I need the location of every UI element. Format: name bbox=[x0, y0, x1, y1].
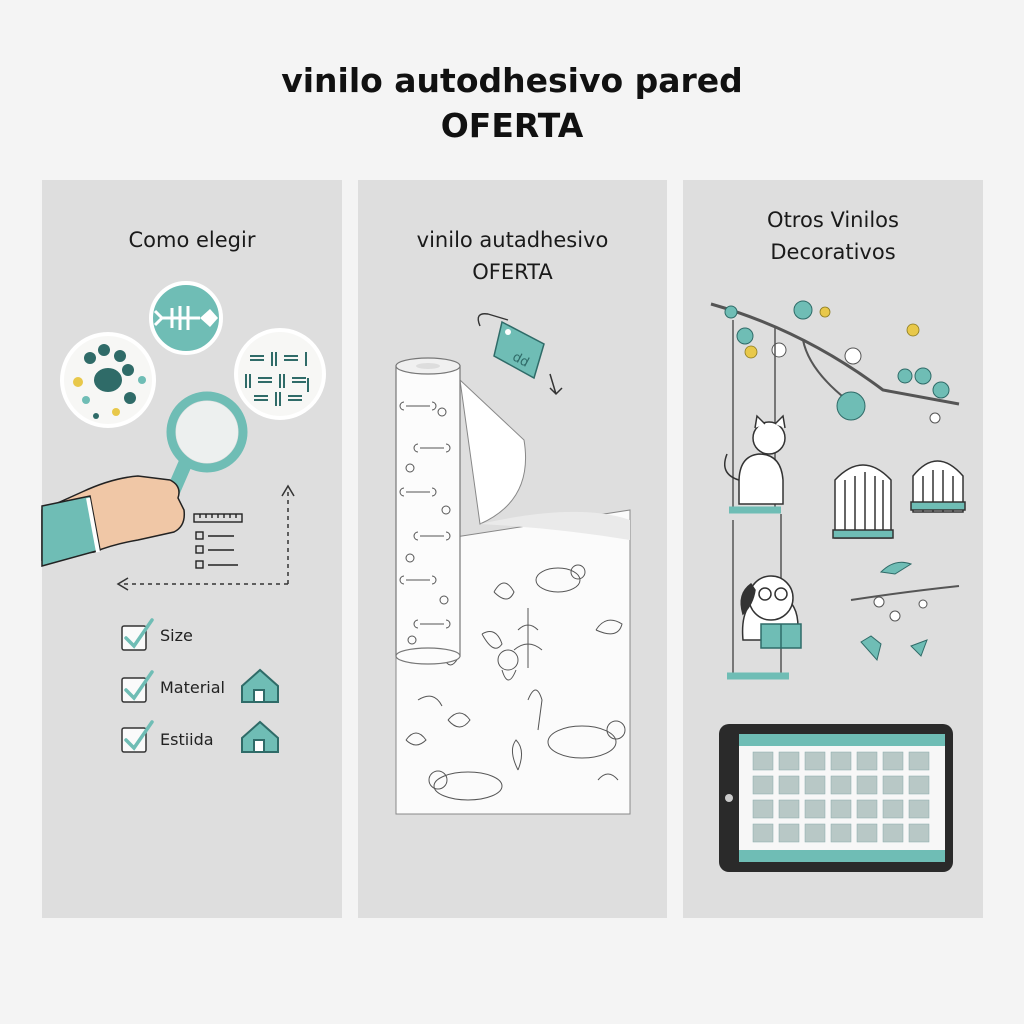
checkbox-icon bbox=[121, 625, 147, 753]
tablet-gallery-grid bbox=[752, 751, 930, 843]
other-vinyls-illustration bbox=[710, 300, 966, 872]
main-title: vinilo autodhesivo pared OFERTA bbox=[0, 58, 1024, 148]
panel-title-offer: vinilo autadhesivo OFERTA bbox=[358, 224, 667, 288]
hand-icon bbox=[41, 475, 186, 567]
price-tag-icon: dd bbox=[477, 313, 563, 396]
flower-branch-icon bbox=[710, 300, 960, 424]
panel-how-to-choose: Como elegir bbox=[41, 180, 342, 918]
panel-other-vinyls: Otros Vinilos Decorativos bbox=[683, 180, 983, 918]
ruler-list-icon bbox=[193, 513, 243, 569]
paw-pattern-icon bbox=[60, 332, 156, 428]
magnifier-icon bbox=[165, 391, 248, 501]
hummingbird-icon bbox=[860, 561, 928, 662]
vinyl-roll-icon bbox=[395, 357, 461, 665]
vinyl-roll-illustration: dd bbox=[395, 313, 631, 815]
panel-title-offer-line-2: OFERTA bbox=[472, 260, 553, 284]
price-tag-text: dd bbox=[510, 350, 532, 371]
small-flowers-icon bbox=[873, 596, 928, 622]
bone-paw-pattern bbox=[399, 401, 451, 645]
house-icon bbox=[241, 668, 279, 753]
checklist-item-estiida: Estiida bbox=[160, 730, 214, 749]
panel-title-other-vinyls: Otros Vinilos Decorativos bbox=[683, 204, 983, 268]
birdcage-icon bbox=[832, 460, 966, 539]
dog-icon bbox=[740, 575, 802, 649]
how-to-choose-illustration bbox=[41, 281, 326, 753]
title-line-1: vinilo autodhesivo pared bbox=[281, 61, 743, 100]
title-line-2: OFERTA bbox=[440, 106, 584, 145]
jungle-animals-pattern bbox=[405, 564, 626, 801]
checklist-item-size: Size bbox=[160, 626, 193, 645]
panel-title-other-line-1: Otros Vinilos bbox=[767, 208, 899, 232]
weave-pattern-icon bbox=[234, 328, 326, 420]
fishbone-pattern-icon bbox=[149, 281, 223, 355]
small-branch-icon bbox=[850, 585, 960, 601]
panel-offer: vinilo autadhesivo OFERTA dd bbox=[358, 180, 667, 918]
checklist-item-material: Material bbox=[160, 678, 225, 697]
panel-title-other-line-2: Decorativos bbox=[770, 240, 896, 264]
check-mark-icon bbox=[124, 618, 154, 751]
cat-icon bbox=[724, 414, 786, 505]
panel-title-offer-line-1: vinilo autadhesivo bbox=[416, 228, 609, 252]
tablet-icon bbox=[719, 724, 953, 872]
dimension-arrows-icon bbox=[116, 484, 295, 591]
panel-title-how-to-choose: Como elegir bbox=[128, 228, 256, 252]
